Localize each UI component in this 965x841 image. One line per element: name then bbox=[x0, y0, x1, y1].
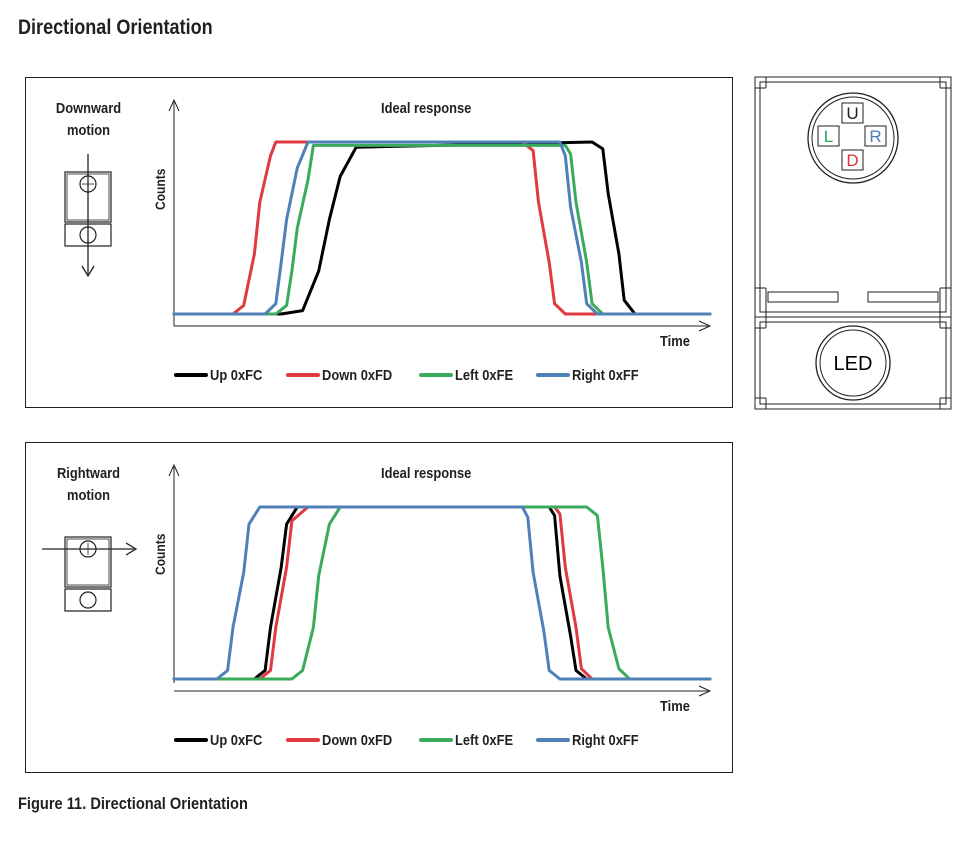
legend-item: Right 0xFF bbox=[536, 730, 650, 750]
y-axis-label: Counts bbox=[152, 168, 168, 210]
motion-label: Downward motion bbox=[52, 98, 125, 142]
device-icon-rightward bbox=[64, 536, 112, 612]
figure-caption: Figure 11. Directional Orientation bbox=[18, 794, 248, 813]
legend-swatch bbox=[536, 738, 570, 742]
legend-item: Down 0xFD bbox=[286, 365, 404, 385]
series-line-1 bbox=[172, 140, 712, 316]
series-line-3 bbox=[172, 505, 712, 681]
series-line-4 bbox=[172, 140, 712, 316]
legend-swatch bbox=[286, 738, 320, 742]
sensor-label-up: U bbox=[846, 104, 858, 123]
legend-swatch bbox=[174, 373, 208, 377]
x-axis-label: Time bbox=[660, 333, 690, 350]
chart-title: Ideal response bbox=[381, 465, 472, 482]
sensor-label-right: R bbox=[869, 127, 881, 146]
legend-item: Down 0xFD bbox=[286, 730, 404, 750]
legend: Up 0xFC Down 0xFD Left 0xFE Right 0xFF bbox=[174, 730, 714, 750]
legend-label: Up 0xFC bbox=[210, 731, 263, 749]
photodiode-lens: U L R D bbox=[807, 92, 899, 184]
legend-swatch bbox=[419, 738, 453, 742]
motion-label-line2: motion bbox=[67, 122, 110, 139]
legend-item: Left 0xFE bbox=[419, 365, 523, 385]
legend-swatch bbox=[174, 738, 208, 742]
led-label: LED bbox=[834, 353, 873, 375]
legend-label: Down 0xFD bbox=[322, 366, 393, 384]
legend-label: Up 0xFC bbox=[210, 366, 263, 384]
axes bbox=[168, 463, 712, 697]
rightward-motion-panel: Rightward motion Ideal response Counts T… bbox=[25, 442, 733, 773]
legend-swatch bbox=[286, 373, 320, 377]
down-arrow-icon bbox=[81, 154, 95, 278]
legend-item: Up 0xFC bbox=[174, 365, 271, 385]
plot-area bbox=[172, 505, 712, 681]
chart-svg bbox=[42, 463, 712, 697]
legend-item: Left 0xFE bbox=[419, 730, 523, 750]
legend: Up 0xFC Down 0xFD Left 0xFE Right 0xFF bbox=[174, 365, 714, 385]
motion-label: Rightward motion bbox=[52, 463, 125, 507]
legend-item: Right 0xFF bbox=[536, 365, 650, 385]
motion-label-line1: Rightward bbox=[56, 465, 121, 482]
sensor-label-left: L bbox=[824, 127, 833, 146]
series-line-2 bbox=[172, 505, 712, 681]
downward-motion-panel: Downward motion Ideal response Counts Ti… bbox=[25, 77, 733, 408]
legend-label: Right 0xFF bbox=[572, 731, 639, 749]
y-axis-label: Counts bbox=[152, 533, 168, 575]
series-line-3 bbox=[172, 143, 712, 316]
series-line-1 bbox=[172, 505, 712, 681]
motion-label-line2: motion bbox=[67, 487, 110, 504]
legend-item: Up 0xFC bbox=[174, 730, 271, 750]
legend-swatch bbox=[536, 373, 570, 377]
page-title: Directional Orientation bbox=[18, 16, 213, 39]
legend-swatch bbox=[419, 373, 453, 377]
legend-label: Left 0xFE bbox=[455, 731, 514, 749]
legend-label: Right 0xFF bbox=[572, 366, 639, 384]
sensor-label-down: D bbox=[846, 151, 858, 170]
plot-area bbox=[172, 140, 712, 316]
axes bbox=[168, 98, 712, 332]
sensor-module-diagram: U L R D LED bbox=[754, 76, 952, 410]
chart-svg bbox=[64, 98, 712, 332]
series-line-2 bbox=[172, 140, 712, 316]
legend-label: Left 0xFE bbox=[455, 366, 514, 384]
x-axis-label: Time bbox=[660, 698, 690, 715]
legend-label: Down 0xFD bbox=[322, 731, 393, 749]
series-line-4 bbox=[172, 505, 712, 681]
motion-label-line1: Downward bbox=[55, 100, 122, 117]
led-window: LED bbox=[815, 325, 891, 401]
chart-title: Ideal response bbox=[381, 100, 472, 117]
right-arrow-icon bbox=[42, 542, 138, 556]
